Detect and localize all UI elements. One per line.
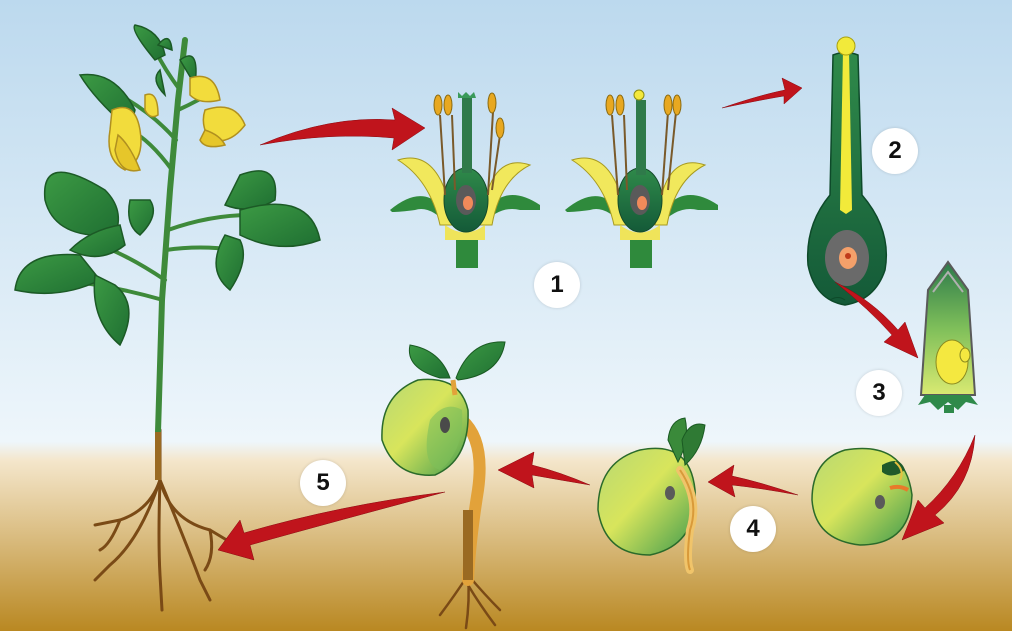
mature-plant: [14, 24, 321, 612]
plant-leaves: [14, 24, 321, 347]
arrow-sprout-to-seedling: [497, 451, 591, 489]
germinating-seed-stage-b: [597, 417, 706, 574]
germinating-seed-stage-a: [811, 447, 913, 546]
arrow-seedling-to-plant: [217, 491, 446, 561]
plant-flowers: [108, 75, 246, 172]
arrow-seed-to-sprout: [707, 464, 799, 498]
arrow-pistil-to-pod: [834, 281, 919, 359]
step-label-3: 3: [856, 370, 902, 416]
cycle-arrows: [217, 77, 976, 561]
plant-roots: [93, 428, 237, 612]
arrow-plant-to-flower: [259, 107, 426, 151]
seed-pod: [918, 260, 978, 413]
step-label-4: 4: [730, 506, 776, 552]
flower-cross-section-right: [565, 89, 718, 268]
fertilized-ovary: [806, 36, 888, 306]
seedling: [381, 341, 506, 630]
step-label-1: 1: [534, 262, 580, 308]
step-label-2: 2: [872, 128, 918, 174]
arrow-flower-to-pistil: [721, 77, 803, 109]
step-label-5: 5: [300, 460, 346, 506]
arrow-pod-to-seed: [901, 434, 976, 541]
plant-stem: [155, 37, 188, 435]
flower-cross-section-left: [390, 92, 540, 268]
